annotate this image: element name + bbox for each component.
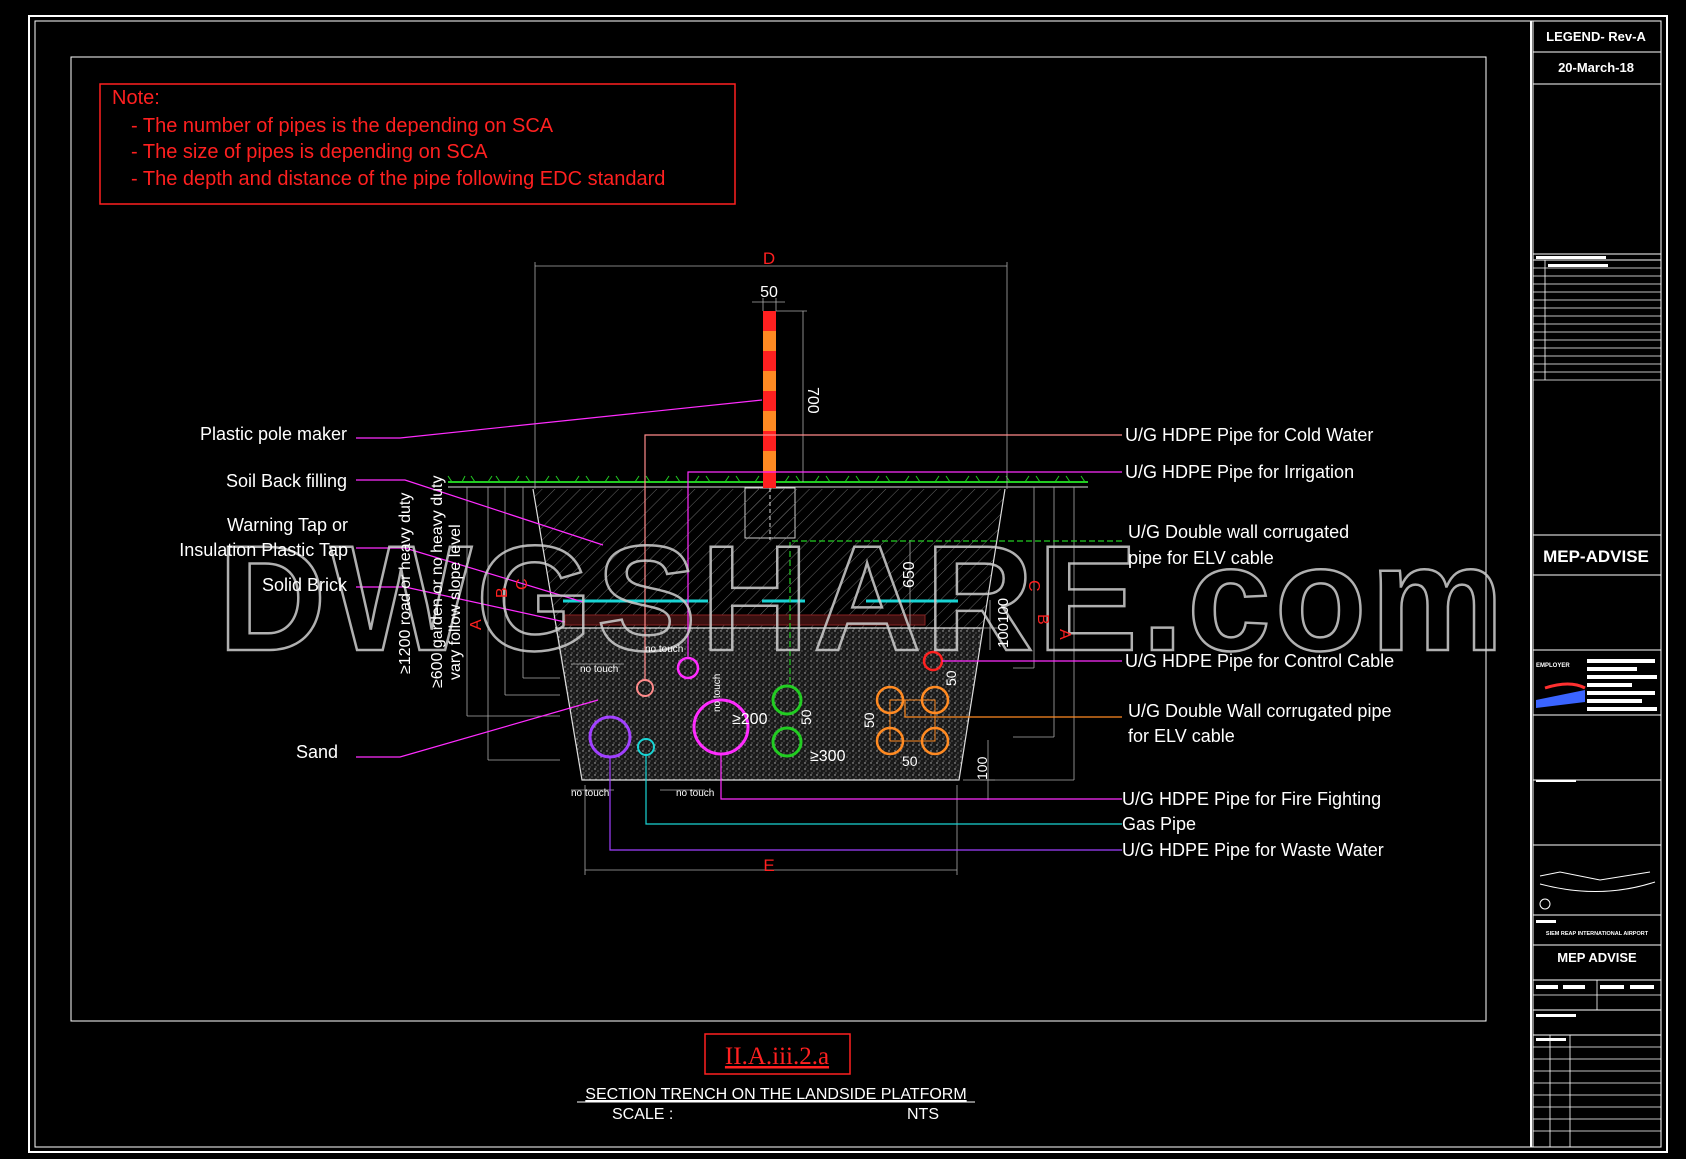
issue-date: 20-March-18 [1558, 60, 1634, 75]
dim-50-d: 50 [902, 753, 918, 769]
label-fire-fighting: U/G HDPE Pipe for Fire Fighting [1122, 789, 1381, 809]
solid-brick-row [565, 615, 925, 625]
drawing-code: II.A.iii.2.a [725, 1043, 829, 1070]
watermark: DWGSHARE.com [218, 514, 1508, 682]
dim-garden-depth: ≥600 garden or no heavy duty [429, 476, 446, 688]
label-solid-brick: Solid Brick [262, 575, 348, 595]
dim-ge200: ≥200 [732, 711, 768, 728]
note-line-3: - The depth and distance of the pipe fol… [131, 168, 665, 190]
dim-pole-width: 50 [760, 284, 778, 301]
label-control-cable: U/G HDPE Pipe for Control Cable [1125, 651, 1394, 671]
dim-C-left: C [514, 578, 531, 590]
label-elv-2a: U/G Double Wall corrugated pipe [1128, 701, 1391, 721]
dim-B-right: B [1034, 614, 1051, 625]
dim-E: E [763, 856, 774, 875]
employer-label: EMPLOYER [1536, 663, 1570, 669]
drawing-title: SECTION TRENCH ON THE LANDSIDE PLATFORM [585, 1086, 966, 1103]
consultant-name: MEP-ADVISE [1543, 547, 1649, 566]
label-waste-water: U/G HDPE Pipe for Waste Water [1122, 840, 1384, 860]
note-line-2: - The size of pipes is depending on SCA [131, 141, 488, 163]
dimension-lines [466, 262, 1075, 875]
dim-50-b: 50 [861, 712, 877, 728]
project-name: SIEM REAP INTERNATIONAL AIRPORT [1546, 931, 1649, 937]
dim-slope-note: vary follow slope level [447, 524, 464, 680]
dim-pole-height: 700 [804, 387, 821, 414]
plastic-pole-marker [763, 311, 776, 540]
backfill-layer [533, 489, 1005, 628]
dim-B-left: B [494, 587, 511, 598]
dim-50-c: 50 [943, 670, 959, 686]
note-title: Note: [112, 87, 160, 109]
label-sand: Sand [296, 742, 338, 762]
trench-section [447, 311, 1088, 781]
label-irrigation: U/G HDPE Pipe for Irrigation [1125, 462, 1354, 482]
outer-border [28, 15, 1668, 1153]
no-touch-1: no touch [580, 664, 618, 675]
no-touch-4: no touch [571, 788, 609, 799]
label-elv-2b: for ELV cable [1128, 726, 1235, 746]
inner-border [34, 20, 1662, 1148]
dim-100100: 100100 [995, 598, 1012, 648]
label-cold-water: U/G HDPE Pipe for Cold Water [1125, 425, 1373, 445]
dim-A-left: A [468, 619, 485, 630]
label-warning-tap-1: Warning Tap or [227, 515, 348, 535]
title-block [1530, 21, 1661, 1147]
dim-650: 650 [901, 561, 918, 588]
dim-A-right: A [1056, 629, 1073, 640]
dim-road-depth: ≥1200 road or heavy duty [397, 493, 414, 674]
drawing-frame [70, 56, 1487, 1022]
scale-label: SCALE : [612, 1106, 673, 1123]
label-soil-backfill: Soil Back filling [226, 471, 347, 491]
elv-pipe-lower [771, 726, 803, 758]
label-elv-1b: pipe for ELV cable [1128, 548, 1274, 568]
scale-value: NTS [907, 1106, 939, 1123]
label-gas-pipe: Gas Pipe [1122, 814, 1196, 834]
dim-50-a: 50 [798, 709, 814, 725]
label-warning-tap-2: Insulation Plastic Tap [179, 540, 348, 560]
drawing-code-box [704, 1033, 851, 1075]
dim-100: 100 [974, 756, 990, 780]
no-touch-5: no touch [676, 788, 714, 799]
dim-C-right: C [1025, 580, 1042, 592]
no-touch-3: no touch [712, 674, 723, 712]
company-name: MEP ADVISE [1557, 950, 1637, 965]
leader-lines [356, 399, 1122, 851]
legend-revision: LEGEND- Rev-A [1546, 29, 1646, 44]
label-plastic-pole: Plastic pole maker [200, 424, 347, 444]
note-line-1: - The number of pipes is the depending o… [131, 115, 554, 137]
label-elv-1a: U/G Double wall corrugated [1128, 522, 1349, 542]
dim-ge300: ≥300 [810, 748, 846, 765]
note-box [99, 83, 736, 205]
elv-pipe-upper [771, 684, 803, 716]
dim-D: D [763, 249, 775, 268]
no-touch-2: no touch [645, 644, 683, 655]
